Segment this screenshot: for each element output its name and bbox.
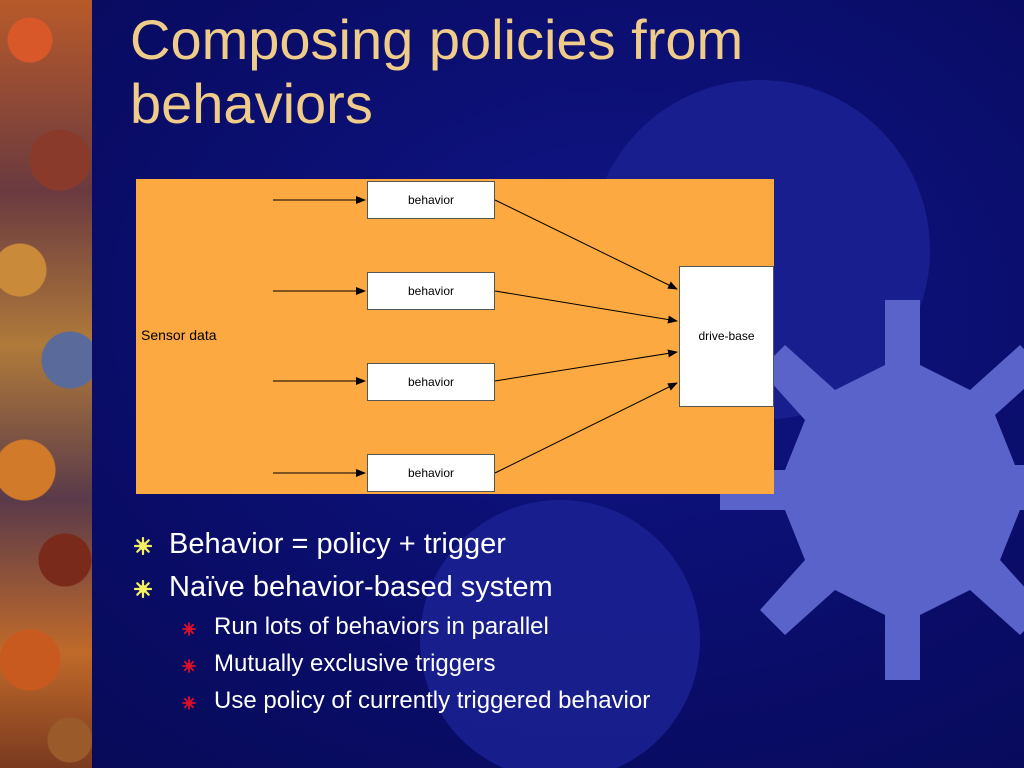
bullet-text: Use policy of currently triggered behavi… (214, 687, 651, 714)
bullet-text: Mutually exclusive triggers (214, 650, 496, 677)
drive-base-box: drive-base (679, 266, 774, 407)
sub-bullet-item: Run lots of behaviors in parallel (132, 612, 832, 649)
behavior-box-2: behavior (367, 272, 495, 310)
sunburst-bullet-icon (182, 659, 196, 673)
sunburst-bullet-icon (182, 696, 196, 710)
bullet-text: Behavior = policy + trigger (169, 528, 506, 560)
output-arrow-4 (494, 382, 678, 474)
sub-bullet-item: Mutually exclusive triggers (132, 649, 832, 686)
sunburst-bullet-icon (134, 580, 152, 598)
decorative-image-strip (0, 0, 92, 768)
slide-title: Composing policies from behaviors (130, 8, 744, 135)
diagram-arrows (273, 196, 678, 477)
output-arrow-1 (494, 199, 678, 290)
behavior-box-3: behavior (367, 363, 495, 401)
sensor-data-label: Sensor data (141, 327, 217, 343)
output-arrow-3 (494, 349, 678, 382)
bullet-text: Run lots of behaviors in parallel (214, 613, 549, 640)
sunburst-bullet-icon (182, 622, 196, 636)
output-arrow-2 (494, 290, 678, 324)
sub-bullet-item: Use policy of currently triggered behavi… (132, 686, 832, 723)
bullet-text: Naïve behavior-based system (169, 571, 553, 603)
sunburst-bullet-icon (134, 537, 152, 555)
bullet-item: Naïve behavior-based system (132, 569, 832, 612)
bullet-list: Behavior = policy + trigger Naïve behavi… (132, 526, 832, 723)
behavior-box-1: behavior (367, 181, 495, 219)
bullet-item: Behavior = policy + trigger (132, 526, 832, 569)
behavior-diagram: Sensor data behavior behavior behavior b… (136, 179, 774, 494)
behavior-box-4: behavior (367, 454, 495, 492)
